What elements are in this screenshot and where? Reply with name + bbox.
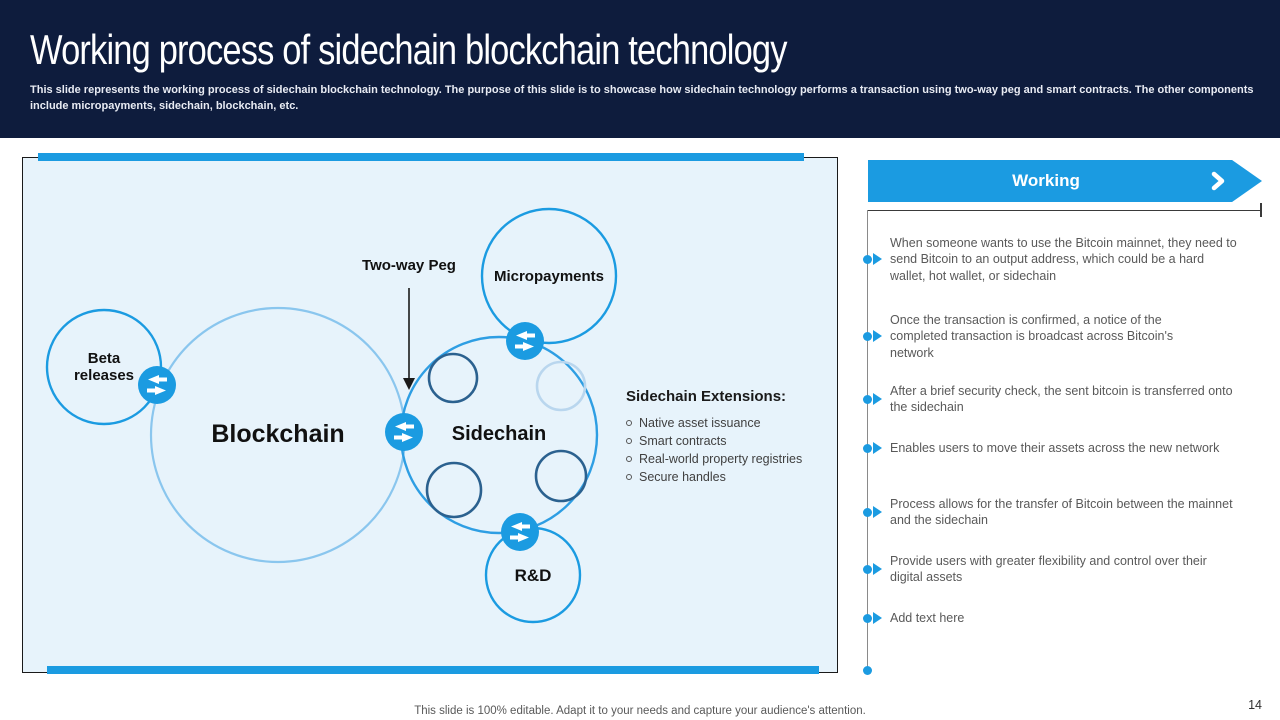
working-step: When someone wants to use the Bitcoin ma… xyxy=(863,235,1242,284)
sidechain-inner-circle-4 xyxy=(534,449,588,503)
chevron-right-icon xyxy=(1211,171,1225,191)
step-text: When someone wants to use the Bitcoin ma… xyxy=(890,236,1237,283)
step-text: Enables users to move their assets acros… xyxy=(890,441,1220,455)
page-title: Working process of sidechain blockchain … xyxy=(30,26,788,73)
open-circle-bullet-icon xyxy=(626,438,632,444)
two-way-peg-arrowhead xyxy=(403,378,415,390)
page-number: 14 xyxy=(1248,698,1262,712)
sidechain-extensions-title: Sidechain Extensions: xyxy=(626,388,787,405)
step-text: Process allows for the transfer of Bitco… xyxy=(890,497,1233,528)
step-text: Once the transaction is confirmed, a not… xyxy=(890,313,1174,360)
arrow-bullet-icon xyxy=(863,442,882,455)
sidechain-label: Sidechain xyxy=(451,423,547,445)
micropayments-label: Micropayments xyxy=(493,268,605,285)
blockchain-diagram xyxy=(45,207,618,624)
working-step: Process allows for the transfer of Bitco… xyxy=(863,496,1235,529)
arrow-bullet-icon xyxy=(863,253,882,266)
working-banner: Working xyxy=(868,160,1262,202)
sidechain-inner-circle-3 xyxy=(425,461,483,519)
extension-label: Real-world property registries xyxy=(639,452,803,466)
arrow-bullet-icon xyxy=(863,563,882,576)
arrow-bullet-icon xyxy=(863,393,882,406)
working-step: Add text here xyxy=(863,610,1090,626)
panel-bottom-accent-bar xyxy=(47,666,819,674)
step-text: After a brief security check, the sent b… xyxy=(890,384,1233,415)
working-step: Enables users to move their assets acros… xyxy=(863,440,1220,456)
working-step: After a brief security check, the sent b… xyxy=(863,383,1248,416)
arrow-bullet-icon xyxy=(863,330,882,343)
banner-underline-end-tick xyxy=(1260,203,1262,217)
arrow-bullet-icon xyxy=(863,612,882,625)
rd-label: R&D xyxy=(514,566,552,585)
panel-top-accent-bar xyxy=(38,153,804,161)
diagram-panel: Blockchain Sidechain Micropayments Beta … xyxy=(22,153,838,674)
list-item: Smart contracts xyxy=(626,432,826,450)
footer-note: This slide is 100% editable. Adapt it to… xyxy=(414,705,866,717)
working-step: Once the transaction is confirmed, a not… xyxy=(863,312,1190,361)
extension-label: Secure handles xyxy=(639,470,726,484)
two-way-peg-label: Two-way Peg xyxy=(362,257,456,274)
list-item: Secure handles xyxy=(626,468,826,486)
sidechain-extensions: Sidechain Extensions: Native asset issua… xyxy=(626,388,826,486)
timeline-end-dot xyxy=(863,666,872,675)
step-text: Add text here xyxy=(890,611,965,625)
extension-label: Native asset issuance xyxy=(639,416,761,430)
extension-label: Smart contracts xyxy=(639,434,727,448)
working-step: Provide users with greater flexibility a… xyxy=(863,553,1242,586)
open-circle-bullet-icon xyxy=(626,420,632,426)
micropayments-circle xyxy=(480,207,618,345)
list-item: Real-world property registries xyxy=(626,450,826,468)
slide-header: Working process of sidechain blockchain … xyxy=(0,0,1280,138)
banner-underline xyxy=(868,210,1262,212)
arrow-bullet-icon xyxy=(863,506,882,519)
list-item: Native asset issuance xyxy=(626,414,826,432)
step-text: Provide users with greater flexibility a… xyxy=(890,554,1207,585)
swap-arrows-icon xyxy=(506,322,544,360)
open-circle-bullet-icon xyxy=(626,456,632,462)
sidechain-inner-circle-2 xyxy=(535,360,587,412)
page-subtitle: This slide represents the working proces… xyxy=(30,84,1254,112)
working-banner-title: Working xyxy=(1012,171,1080,190)
steps-timeline xyxy=(866,210,869,668)
beta-releases-label: Beta releases xyxy=(73,350,135,385)
sidechain-inner-circle-1 xyxy=(427,352,479,404)
blockchain-label: Blockchain xyxy=(211,420,345,448)
open-circle-bullet-icon xyxy=(626,474,632,480)
swap-arrows-icon xyxy=(385,413,423,451)
swap-arrows-icon xyxy=(501,513,539,551)
